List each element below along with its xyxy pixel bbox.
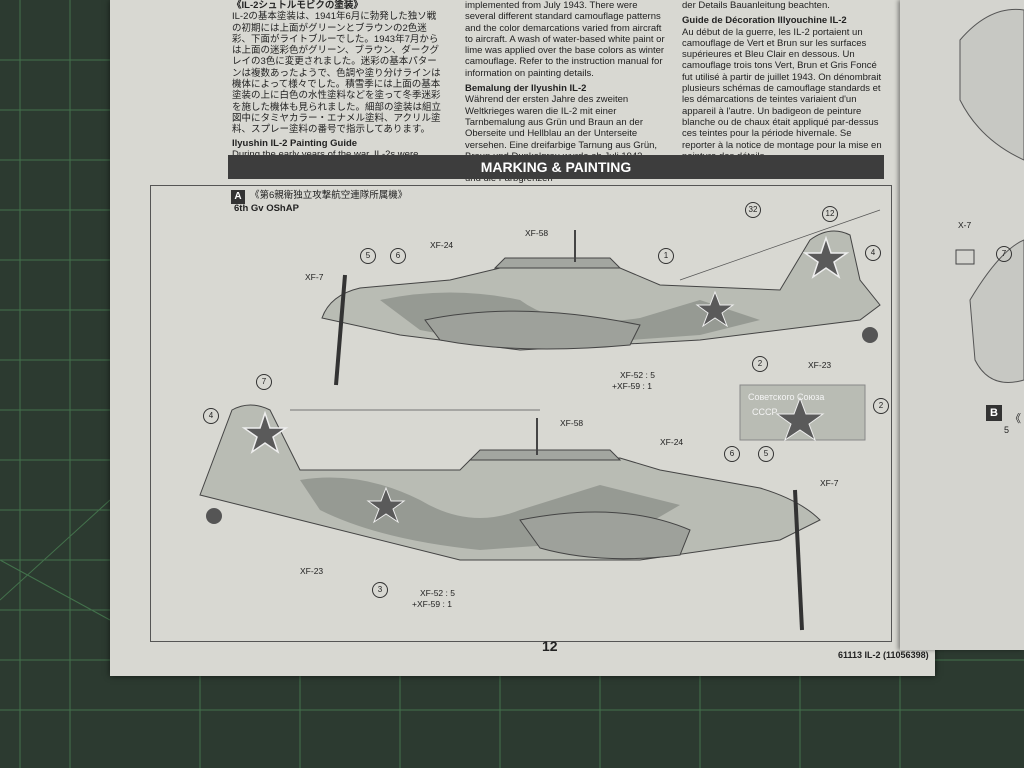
callout-decal-2: 2	[873, 398, 889, 414]
next-page: X-7 7 《 5	[900, 0, 1024, 650]
top-xf52-label: XF-52 : 5	[620, 370, 655, 380]
jp-body: IL-2の基本塗装は、1941年6月に勃発した独ソ戦の初期には上面がグリーンとブ…	[232, 11, 442, 136]
bottom-xf52-label: XF-52 : 5	[420, 588, 455, 598]
decal-inset	[739, 384, 866, 442]
top-callout-1: 1	[658, 248, 674, 264]
top-xf58-label: XF-58	[525, 228, 549, 238]
right-x7-label: X-7	[958, 220, 972, 230]
de-title: Bemalung der Ilyushin IL-2	[465, 83, 587, 95]
marking-panel	[150, 185, 892, 642]
de-continued: der Details Bauanleitung beachten.	[682, 0, 830, 11]
aircraft-bottom-profile	[199, 404, 821, 631]
decal-text-2: СССР	[752, 407, 778, 417]
bottom-callout-4: 4	[203, 408, 219, 424]
bottom-xf59-label: +XF-59 : 1	[412, 599, 452, 609]
section-banner: MARKING & PAINTING	[228, 155, 884, 179]
top-callout-4: 4	[865, 245, 881, 261]
fr-title: Guide de Décoration Illyouchine IL-2	[682, 15, 847, 27]
bottom-xf58-label: XF-58	[560, 418, 584, 428]
en-continued: implemented from July 1943. There were s…	[465, 0, 665, 79]
scheme-a-title-en: 6th Gv OShAP	[234, 203, 299, 214]
top-callout-6: 6	[390, 248, 406, 264]
bottom-xf24-label: XF-24	[660, 437, 684, 447]
aircraft-top-profile	[321, 209, 881, 386]
top-callout-2: 2	[752, 356, 768, 372]
right-callout-7: 7	[996, 246, 1012, 262]
bottom-callout-3: 3	[372, 582, 388, 598]
scheme-a-title-jp: 《第6親衛独立攻撃航空連隊所属機》	[250, 190, 408, 201]
scheme-b-label: B	[986, 405, 1002, 421]
right-5-fragment: 5	[1004, 425, 1010, 435]
bottom-callout-6: 6	[724, 446, 740, 462]
decal-text-1: Советского Союза	[748, 392, 825, 402]
bottom-callout-5: 5	[758, 446, 774, 462]
top-xf59-label: +XF-59 : 1	[612, 381, 652, 391]
right-b-fragment: 《	[1010, 413, 1021, 425]
bottom-xf7-label: XF-7	[820, 478, 839, 488]
top-xf7-label: XF-7	[305, 272, 324, 282]
scheme-a-label: A	[231, 190, 245, 204]
en-title: Ilyushin IL-2 Painting Guide	[232, 137, 358, 149]
next-page-drawing	[955, 8, 1024, 383]
jp-title: 《IL-2シュトルモビクの塗装》	[232, 0, 363, 11]
bottom-xf23-label: XF-23	[300, 566, 324, 576]
top-callout-12: 12	[822, 206, 838, 222]
top-xf23-label: XF-23	[808, 360, 832, 370]
top-xf24-label: XF-24	[430, 240, 454, 250]
top-callout-32: 32	[745, 202, 761, 218]
page-number: 12	[542, 638, 558, 654]
bottom-callout-7: 7	[256, 374, 272, 390]
top-callout-5: 5	[360, 248, 376, 264]
product-code: 61113 IL-2 (11056398)	[838, 650, 929, 660]
